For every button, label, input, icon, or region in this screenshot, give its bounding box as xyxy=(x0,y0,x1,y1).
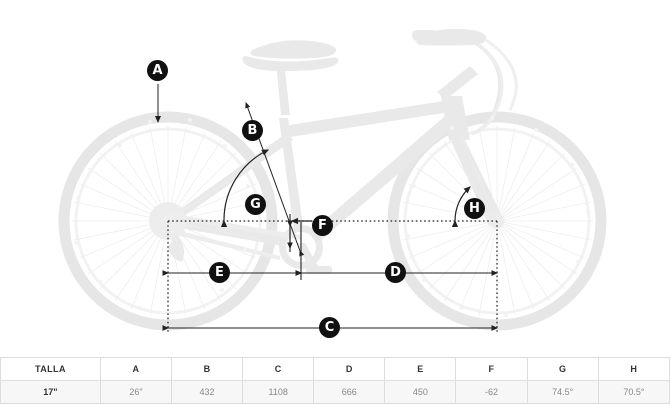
table-header-g: G xyxy=(526,357,599,381)
cell-h: 70.5° xyxy=(597,380,670,404)
table-header-d: D xyxy=(313,357,386,381)
cell-talla: 17" xyxy=(0,380,101,404)
cell-a: 26" xyxy=(99,380,172,404)
marker-h: H xyxy=(464,198,485,219)
marker-d: D xyxy=(385,262,406,283)
cell-d: 666 xyxy=(313,380,386,404)
dimension-lines-overlay xyxy=(155,84,499,334)
cell-f: -62 xyxy=(455,380,528,404)
cell-b: 432 xyxy=(170,380,244,404)
table-header-h: H xyxy=(597,357,670,381)
cell-e: 450 xyxy=(384,380,457,404)
marker-g: G xyxy=(245,194,266,215)
table-header-a: A xyxy=(99,357,172,381)
table-header-b: B xyxy=(170,357,244,381)
table-header-talla: TALLA xyxy=(0,357,101,381)
dimension-arc-h xyxy=(451,186,471,228)
marker-b: B xyxy=(242,120,263,141)
marker-a: A xyxy=(147,60,168,81)
dimension-arc-g xyxy=(220,149,270,228)
marker-c: C xyxy=(319,317,340,338)
cell-c: 1108 xyxy=(242,380,315,404)
table-header-c: C xyxy=(242,357,315,381)
geometry-spec-table: TALLA A B C D E F G H 17" 26" 432 1108 6… xyxy=(0,357,670,404)
marker-f: F xyxy=(312,215,333,236)
table-row: 17" 26" 432 1108 666 450 -62 74.5° 70.5° xyxy=(0,380,670,404)
cell-g: 74.5° xyxy=(526,380,599,404)
marker-e: E xyxy=(209,262,230,283)
table-header-f: F xyxy=(455,357,528,381)
bike-geometry-diagram: A B C D E F G H xyxy=(58,28,607,338)
table-header-row: TALLA A B C D E F G H xyxy=(0,357,670,381)
table-header-e: E xyxy=(384,357,457,381)
